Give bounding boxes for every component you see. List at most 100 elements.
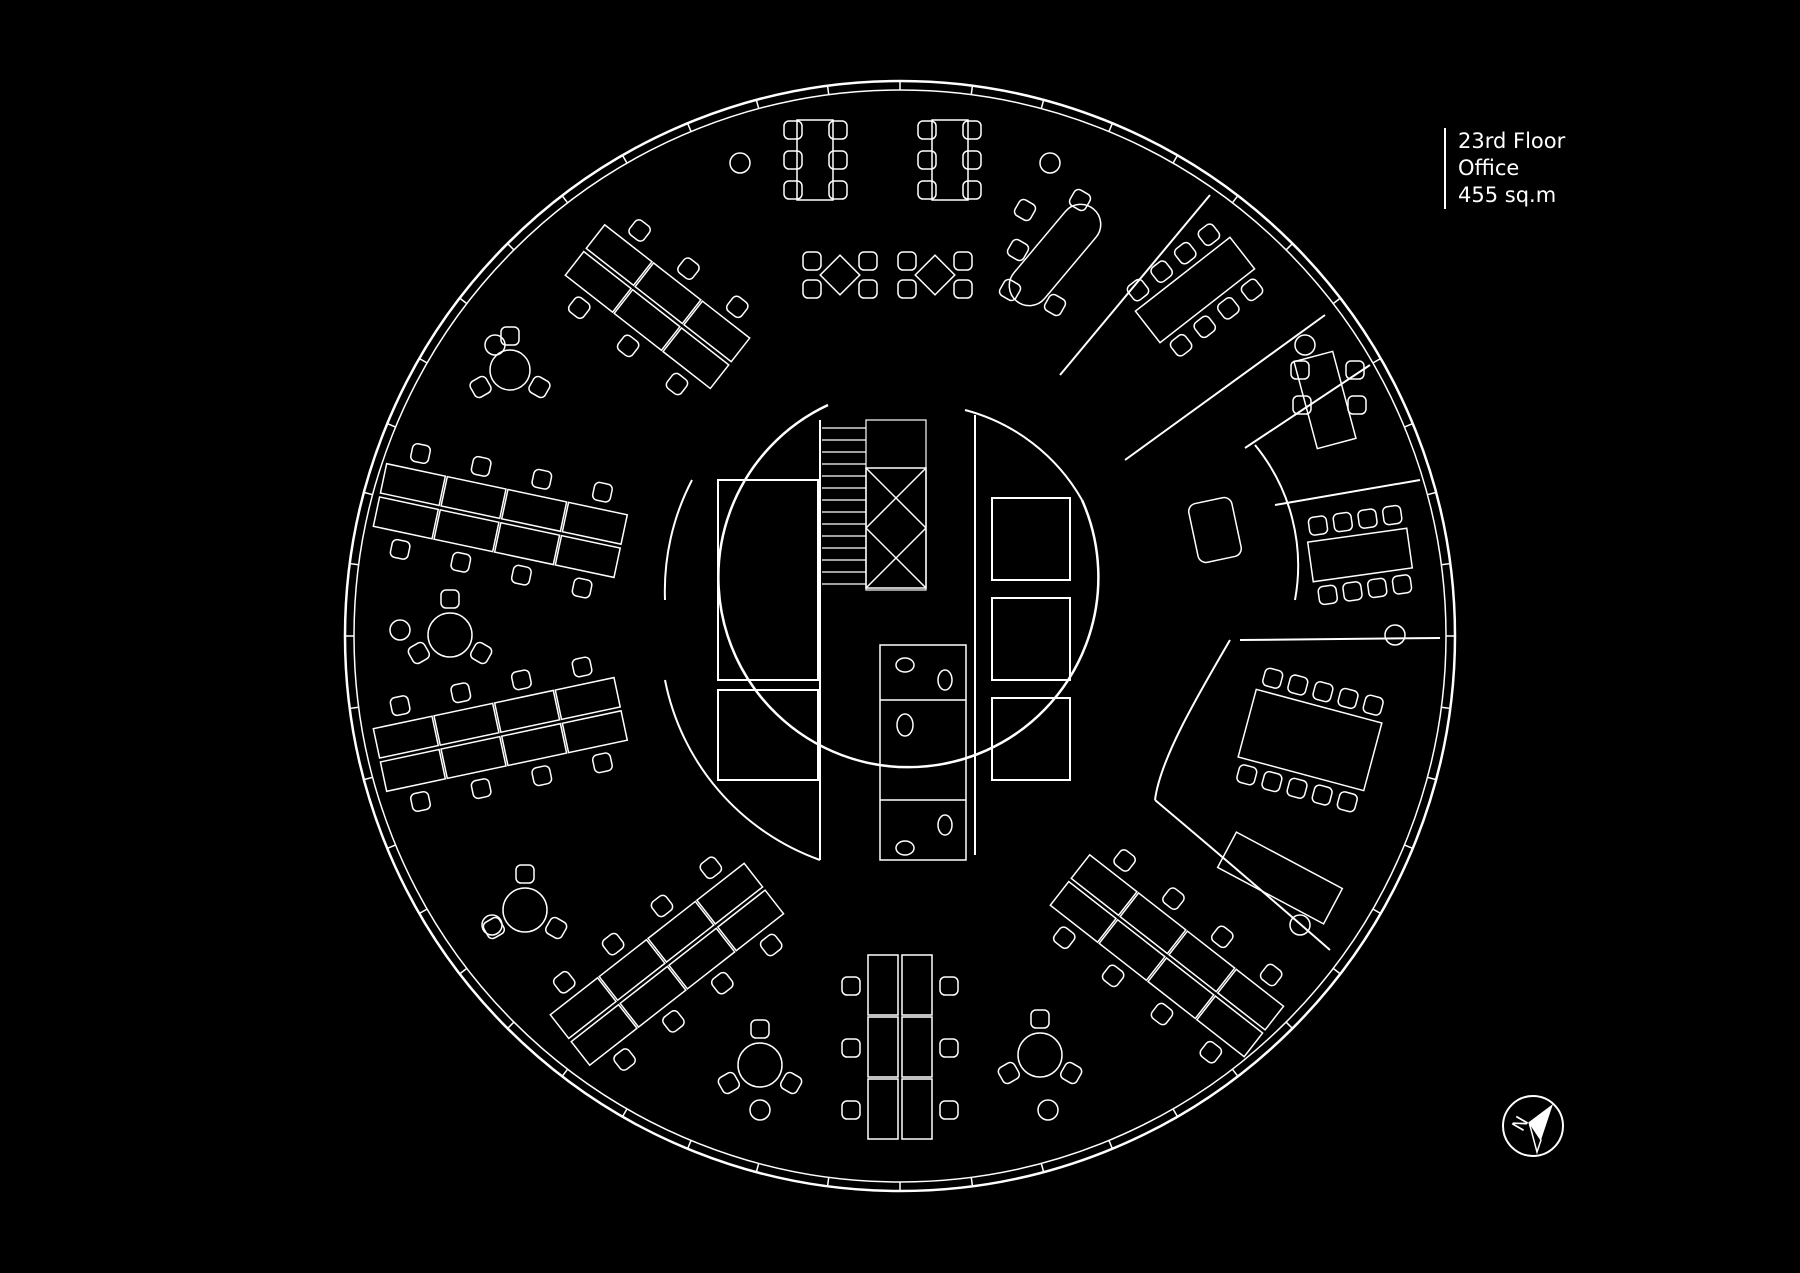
chair bbox=[410, 790, 432, 812]
floor-use: Office bbox=[1458, 156, 1520, 180]
mullion bbox=[1427, 491, 1437, 496]
desk bbox=[661, 326, 730, 390]
chair bbox=[613, 1048, 636, 1071]
chair bbox=[962, 120, 982, 140]
sofa bbox=[1216, 831, 1344, 925]
mullion bbox=[1285, 243, 1293, 251]
chair bbox=[1240, 278, 1264, 302]
chair bbox=[1013, 198, 1037, 222]
chair bbox=[510, 564, 532, 586]
chair bbox=[591, 752, 613, 774]
lounge-chair bbox=[1187, 496, 1243, 564]
chair bbox=[1317, 584, 1339, 606]
chair bbox=[783, 180, 803, 200]
chair bbox=[628, 219, 651, 242]
mullion bbox=[507, 1021, 515, 1029]
column bbox=[1037, 1099, 1059, 1121]
desk bbox=[1167, 930, 1236, 993]
chair bbox=[998, 278, 1022, 302]
chair bbox=[601, 932, 625, 956]
desk bbox=[1216, 968, 1285, 1031]
chair bbox=[1292, 395, 1312, 415]
floor-info-label: 23rd Floor Office 455 sq.m bbox=[1444, 128, 1565, 209]
round-table bbox=[1017, 1032, 1063, 1078]
chair bbox=[1006, 238, 1030, 262]
chair bbox=[953, 279, 973, 299]
chair bbox=[1101, 964, 1125, 988]
chair bbox=[828, 180, 848, 200]
desk bbox=[1119, 891, 1187, 955]
desk bbox=[549, 976, 618, 1040]
chair bbox=[1342, 581, 1363, 602]
column bbox=[749, 1099, 771, 1121]
chair bbox=[917, 120, 937, 140]
meeting-table bbox=[796, 119, 834, 201]
mullion bbox=[1108, 1140, 1114, 1150]
mullion bbox=[970, 85, 974, 95]
chair bbox=[1030, 1009, 1050, 1029]
floor-area: 455 sq.m bbox=[1458, 183, 1557, 207]
desk bbox=[500, 722, 568, 767]
mullion bbox=[1040, 1163, 1045, 1173]
round-table bbox=[502, 887, 548, 933]
mullion bbox=[363, 491, 373, 496]
building-core bbox=[663, 403, 1100, 861]
chair bbox=[1332, 511, 1354, 533]
chair bbox=[1362, 694, 1384, 716]
desk bbox=[1049, 880, 1118, 944]
desk bbox=[901, 954, 933, 1016]
desk bbox=[440, 735, 507, 780]
round-table bbox=[737, 1042, 783, 1088]
chair bbox=[1312, 681, 1334, 703]
desk bbox=[598, 938, 666, 1002]
chair bbox=[469, 375, 492, 399]
desk bbox=[570, 1003, 639, 1067]
desk bbox=[493, 689, 561, 734]
chair bbox=[1336, 791, 1358, 813]
meeting-table bbox=[1236, 667, 1384, 813]
column bbox=[1384, 624, 1406, 646]
chair bbox=[962, 180, 982, 200]
desk bbox=[867, 1078, 899, 1140]
oval-table bbox=[1008, 203, 1102, 307]
chair bbox=[662, 1009, 685, 1033]
chair bbox=[552, 970, 576, 994]
mullion bbox=[459, 297, 468, 305]
furniture bbox=[372, 119, 1414, 1140]
chair bbox=[1068, 188, 1092, 212]
mullion bbox=[507, 243, 515, 251]
chair bbox=[1259, 963, 1283, 987]
meeting-table bbox=[1293, 350, 1357, 450]
column bbox=[1289, 914, 1311, 936]
mullion bbox=[1285, 1021, 1293, 1029]
chair bbox=[858, 251, 878, 271]
chair bbox=[389, 538, 411, 560]
desk bbox=[667, 927, 736, 990]
mullion bbox=[755, 1163, 760, 1173]
chair bbox=[1261, 770, 1283, 793]
meeting-room-partitions bbox=[1059, 194, 1441, 951]
table-top bbox=[796, 119, 834, 201]
chair bbox=[510, 669, 532, 691]
chair bbox=[917, 150, 937, 170]
chair bbox=[828, 150, 848, 170]
round-table bbox=[489, 349, 531, 391]
chair bbox=[1162, 887, 1185, 911]
chair bbox=[1345, 360, 1365, 380]
chair bbox=[591, 481, 613, 503]
chair bbox=[897, 279, 917, 299]
mullion bbox=[1427, 776, 1437, 781]
desk bbox=[564, 250, 633, 314]
mullion bbox=[349, 706, 359, 710]
chair bbox=[802, 251, 822, 271]
mullion bbox=[1404, 422, 1414, 428]
mullion bbox=[686, 122, 692, 132]
column bbox=[484, 334, 506, 356]
mullion bbox=[1172, 154, 1179, 164]
chair bbox=[1197, 223, 1221, 247]
column bbox=[389, 619, 411, 641]
desk bbox=[901, 1078, 933, 1140]
desk bbox=[1146, 956, 1215, 1020]
chair bbox=[953, 251, 973, 271]
